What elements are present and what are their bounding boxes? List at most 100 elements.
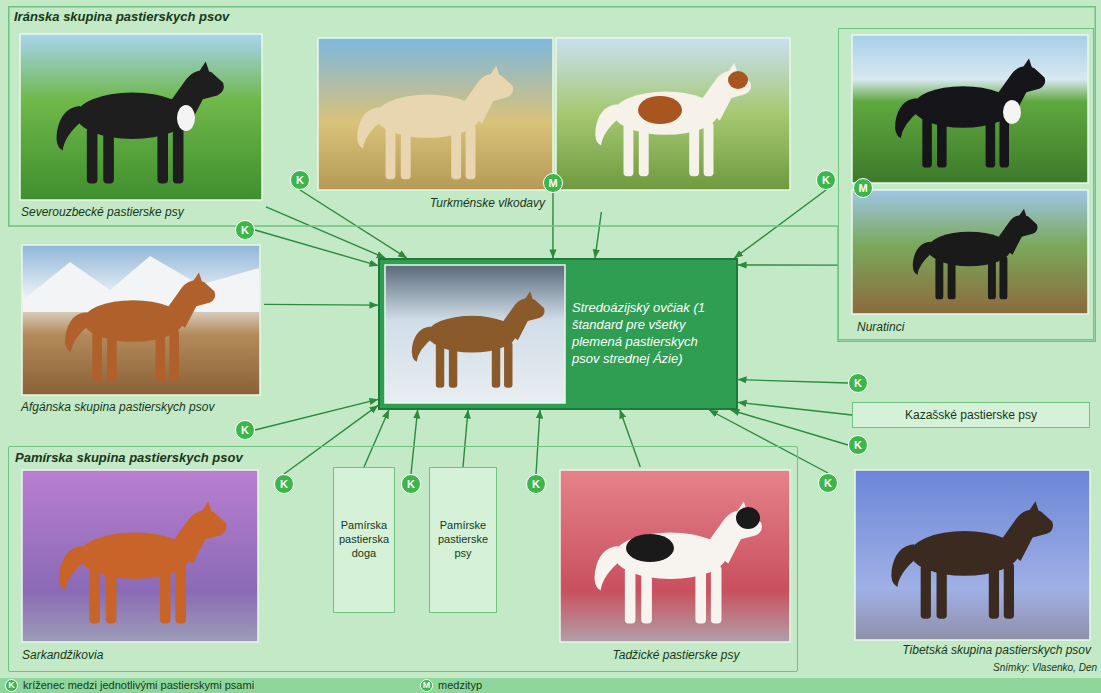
group-title: Pamírska skupina pastierskych psov (15, 450, 243, 465)
connector-arrow (620, 410, 640, 467)
photo (855, 470, 1090, 640)
breed-label: Tibetská skupina pastierskych psov (902, 643, 1091, 657)
breed-label: Tadžické pastierske psy (613, 648, 740, 662)
breed-label: Severouzbecké pastierske psy (21, 205, 184, 219)
marker-letter: K (241, 225, 249, 236)
photo (318, 38, 553, 190)
connector-arrow (264, 304, 378, 306)
dog-figure (594, 502, 761, 624)
breed-label: Sarkandžikovia (22, 648, 103, 662)
photo-panel: Tibetská skupina pastierskych psov (852, 466, 1094, 660)
connector-arrow (595, 212, 601, 258)
main-breed-box: Stredoázijský ovčiak (1 štandard pre vše… (378, 258, 738, 410)
marker-letter: K (822, 175, 830, 186)
intertype-marker: M (853, 178, 873, 198)
cross-marker: K (526, 474, 546, 494)
marker-letter: K (407, 479, 415, 490)
breed-label: Stredoázijský ovčiak (1 štandard pre vše… (572, 300, 728, 368)
marker-letter: K (241, 425, 249, 436)
marker-letter: M (548, 178, 557, 189)
photo-ground (22, 245, 260, 395)
marker-letter: M (858, 183, 867, 194)
dog-figure (357, 66, 513, 179)
connector-arrow (738, 380, 848, 383)
dog-figure (891, 501, 1053, 619)
breed-label: Kazašské pastierske psy (905, 408, 1037, 422)
photo-ground (855, 470, 1090, 640)
connector-arrow (284, 405, 378, 474)
photo-panel: Sarkandžikovia (19, 467, 263, 665)
dog-figure (595, 63, 751, 176)
photo (22, 470, 258, 642)
connector-arrow (734, 190, 826, 258)
photo-panel: Tadžické pastierske psy (557, 467, 795, 665)
breed-label: Turkménske vlkodavy (430, 196, 545, 210)
cross-marker: K (274, 474, 294, 494)
connector-arrow (255, 399, 378, 430)
breed-label: Pamírske pastierske psy (432, 519, 494, 560)
photo-panel: Nuratinci M (838, 28, 1094, 340)
coat-patch (728, 71, 748, 89)
breed-label: Afgánska skupina pastierskych psov (21, 400, 214, 414)
breed-label: Nuratinci (857, 320, 904, 334)
marker-letter: K (824, 478, 832, 489)
connector-arrow (255, 230, 378, 266)
cross-marker: K (816, 170, 836, 190)
group-band: Iránska skupina pastierskych psovSeverou… (8, 6, 1096, 342)
credit-text: Snímky: Vlasenko, Den (993, 662, 1097, 674)
photo (22, 245, 260, 395)
breed-box: Kazašské pastierske psy (852, 402, 1090, 428)
legend-text: medzityp (438, 679, 482, 692)
photo-panel: Turkménske vlkodavyM (316, 36, 794, 212)
legend-entry: Kkríženec medzi jednotlivými pastierskym… (5, 678, 254, 693)
band-outline-path (9, 7, 1096, 342)
legend-bar (0, 678, 1101, 693)
breed-box: Pamírske pastierske psy (429, 467, 497, 613)
marker-letter: K (280, 479, 288, 490)
group-title: Iránska skupina pastierskych psov (14, 9, 229, 24)
connector-arrow (364, 410, 389, 467)
breed-label: Pamírska pastierska doga (336, 519, 392, 560)
breed-box: Pamírska pastierska doga (333, 467, 395, 613)
connector-arrow (463, 410, 468, 467)
connector-arrow (738, 264, 838, 266)
photo-panel: Severouzbecké pastierske psy (18, 32, 266, 222)
photo-ground (20, 34, 262, 200)
cross-marker: K (235, 420, 255, 440)
photo (560, 470, 790, 642)
marker-letter: K (854, 440, 862, 451)
legend-text: kríženec medzi jednotlivými pastierskymi… (23, 679, 254, 692)
photo-ground (556, 38, 790, 190)
photo-ground (560, 470, 790, 642)
coat-patch (1003, 100, 1021, 124)
photo-credit: Snímky: Vlasenko, Den (993, 662, 1097, 674)
photo (20, 34, 262, 200)
marker-letter: K (854, 378, 862, 389)
photo-ground (22, 470, 258, 642)
cross-marker: K (235, 220, 255, 240)
cross-marker: K (848, 435, 868, 455)
legend: Kkríženec medzi jednotlivými pastierskym… (0, 678, 1101, 693)
connector-arrow (536, 410, 540, 474)
photo-ground (385, 265, 565, 403)
dog-figure (913, 209, 1038, 300)
intertype-marker: M (543, 173, 563, 193)
cross-marker: K (401, 474, 421, 494)
photo (852, 35, 1088, 183)
coat-patch (177, 105, 195, 131)
photo (852, 190, 1088, 314)
dog-figure (59, 502, 226, 624)
legend-swatch: M (420, 679, 433, 692)
marker-letter: K (296, 175, 304, 186)
connector-arrow (738, 402, 852, 415)
group-band: Pamírska skupina pastierskych psovSarkan… (8, 446, 798, 672)
coat-patch (626, 534, 674, 562)
legend-swatch: K (5, 679, 18, 692)
coat-patch (736, 507, 760, 529)
cross-marker: K (290, 170, 310, 190)
dog-figure (412, 291, 545, 388)
photo-ground (852, 190, 1088, 314)
photo-panel: Afgánska skupina pastierskych psov (18, 241, 264, 417)
